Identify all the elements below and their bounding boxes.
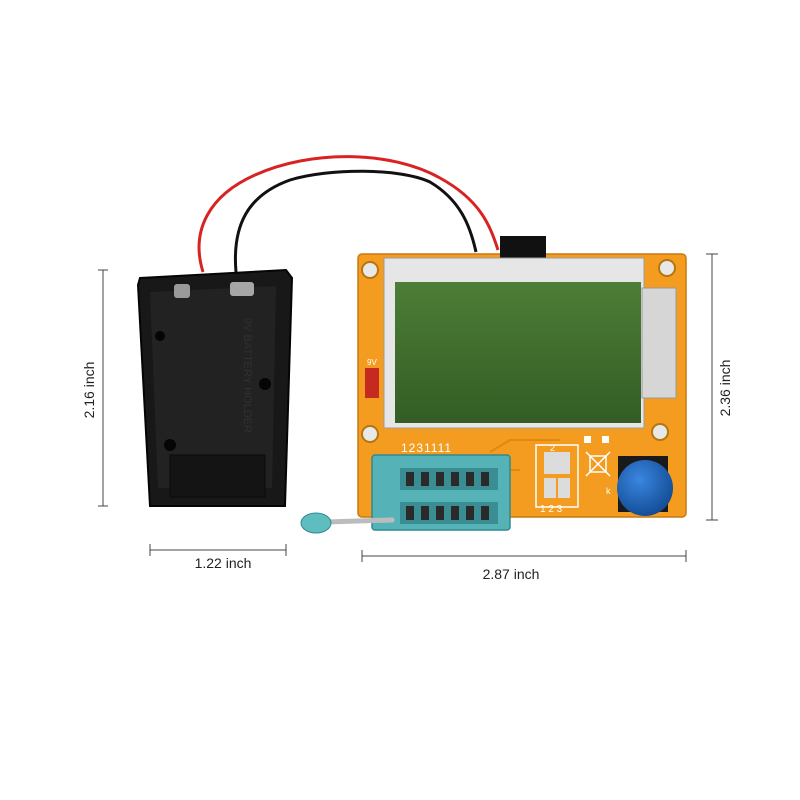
board-height-label: 2.36 inch xyxy=(717,359,733,417)
voltage-mark: 9V xyxy=(367,358,377,367)
dimension-lines xyxy=(98,253,718,562)
red-wire xyxy=(197,155,500,273)
battery-terminal-right xyxy=(230,282,254,296)
battery-holder: 9V BATTERY HOLDER xyxy=(136,268,294,507)
pin-numbers: 1231111 xyxy=(401,441,452,455)
k-mark: k xyxy=(606,486,611,496)
board-width-label: 2.87 inch xyxy=(482,566,540,582)
tester-board: 9V 1231111 2 1 2 3 k xyxy=(357,236,687,518)
zif-lever-knob xyxy=(300,512,332,534)
black-wire xyxy=(233,169,478,273)
disposal-symbol-icon xyxy=(585,451,611,477)
pad-box-number: 2 xyxy=(550,443,555,453)
voltage-connector xyxy=(365,368,379,398)
test-button-cap xyxy=(617,460,673,516)
holder-height-label: 2.16 inch xyxy=(81,361,97,419)
holder-width-label: 1.22 inch xyxy=(194,555,252,571)
zif-socket xyxy=(300,454,511,534)
lcd-screen xyxy=(395,282,641,423)
battery-holder-imprint: 9V BATTERY HOLDER xyxy=(241,318,253,433)
battery-terminal-left xyxy=(174,284,190,298)
wires xyxy=(197,155,500,273)
pad-numbers: 1 2 3 xyxy=(540,504,563,515)
